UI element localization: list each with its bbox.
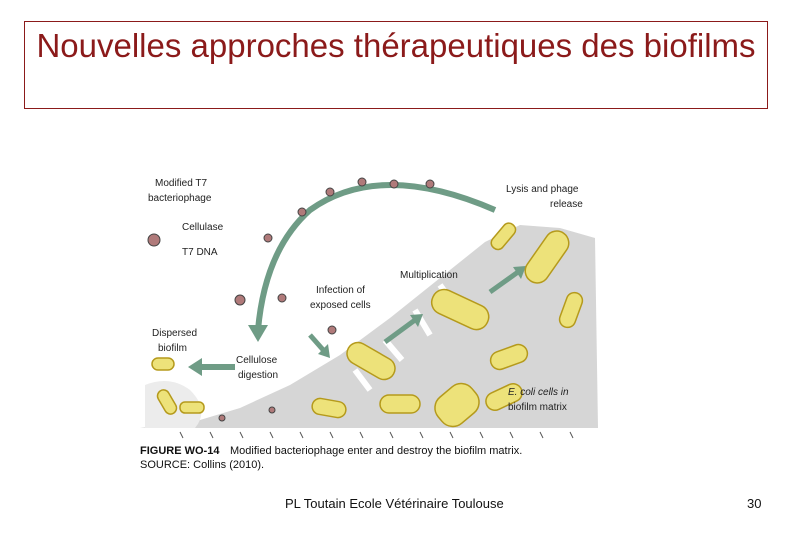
slide-footer: PL Toutain Ecole Vétérinaire Toulouse bbox=[285, 496, 504, 511]
label-exposed-cells: exposed cells bbox=[310, 300, 371, 311]
figure-caption-text: Modified bacteriophage enter and destroy… bbox=[230, 445, 522, 457]
figure-caption-label: FIGURE WO-14 bbox=[140, 445, 220, 457]
label-cellulose: Cellulose bbox=[236, 355, 278, 366]
label-multiplication: Multiplication bbox=[400, 270, 458, 281]
figure-source: SOURCE: Collins (2010). bbox=[140, 459, 264, 471]
surface-dashes bbox=[180, 432, 573, 438]
label-cellulase: Cellulase bbox=[182, 222, 224, 233]
label-release: release bbox=[550, 199, 583, 210]
label-ecoli-cells-in: E. coli cells in bbox=[508, 387, 569, 398]
label-t7-dna: T7 DNA bbox=[182, 247, 218, 258]
label-biofilm-matrix: biofilm matrix bbox=[508, 402, 567, 413]
label-biofilm: biofilm bbox=[158, 343, 187, 354]
phage-cycle-arrowhead bbox=[248, 325, 268, 342]
page-number: 30 bbox=[747, 496, 761, 511]
label-dispersed: Dispersed bbox=[152, 328, 197, 339]
label-digestion: digestion bbox=[238, 370, 278, 381]
slide-title-box: Nouvelles approches thérapeutiques des b… bbox=[24, 21, 768, 109]
slide-title: Nouvelles approches thérapeutiques des b… bbox=[25, 26, 767, 65]
label-infection-of: Infection of bbox=[316, 285, 365, 296]
biofilm-figure: Modified T7 bacteriophage Cellulase T7 D… bbox=[140, 170, 602, 475]
label-lysis-and-phage: Lysis and phage bbox=[506, 184, 579, 195]
label-modified-t7: Modified T7 bbox=[155, 178, 208, 189]
dispersal-arrowhead bbox=[188, 358, 202, 376]
biofilm-diagram: Modified T7 bacteriophage Cellulase T7 D… bbox=[140, 170, 602, 475]
label-bacteriophage: bacteriophage bbox=[148, 193, 212, 204]
